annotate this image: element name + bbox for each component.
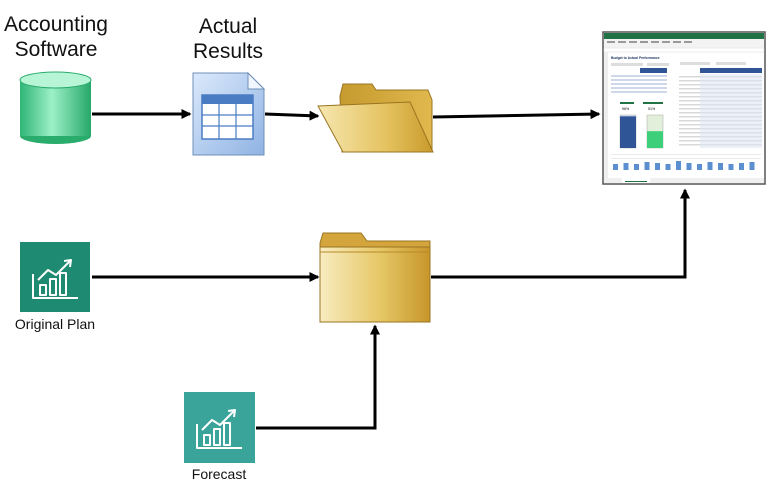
report-mini-bar [739, 163, 744, 170]
node-label-actual-results: Actual Results [180, 14, 276, 64]
spreadsheet-document-icon [192, 71, 266, 156]
closed-folder-icon [319, 232, 431, 323]
report-mini-bar [707, 162, 713, 170]
report-mini-bar [655, 163, 660, 170]
report-mini-bar-chart [613, 161, 755, 170]
arrow-results-to-folder [264, 110, 320, 121]
report-mini-bar [749, 162, 755, 170]
label-line: Actual [198, 15, 258, 38]
report-mini-bar [718, 163, 723, 170]
arrow-forecast-to-folder [256, 324, 380, 430]
node-label-original-plan: Original Plan [14, 316, 96, 332]
report-bar-left [620, 116, 636, 148]
report-mini-bar [623, 163, 629, 170]
report-mini-bar [613, 164, 618, 170]
label-line: Accounting [4, 13, 108, 36]
report-pct-left: 96% [622, 107, 630, 111]
report-mini-bar [728, 164, 734, 170]
connector-arrows [92, 109, 690, 430]
report-mini-bar [697, 164, 702, 170]
arrow-folder-to-report-elbow [431, 188, 690, 279]
label-line: Software [14, 38, 98, 61]
database-cylinder-icon [19, 71, 92, 144]
report-mini-bar [686, 163, 692, 170]
node-label-accounting-software: Accounting Software [1, 12, 111, 62]
report-pct-right: 51% [648, 107, 656, 111]
open-folder-icon [317, 83, 434, 153]
arrow-folder-to-report [432, 109, 601, 120]
report-mini-bar [665, 164, 671, 170]
report-bar-right [647, 131, 663, 148]
report-mini-bar [644, 162, 650, 170]
report-mini-bar [676, 161, 681, 170]
svg-text:Budget to Actual Performance: Budget to Actual Performance [611, 56, 660, 60]
growth-chart-icon [184, 392, 255, 463]
node-label-forecast: Forecast [191, 466, 247, 482]
excel-dashboard-thumbnail: Budget to Actual Performance 96% 51% [602, 31, 766, 185]
report-mini-bar [634, 164, 639, 170]
label-line: Results [192, 40, 264, 63]
growth-chart-icon [20, 242, 90, 312]
